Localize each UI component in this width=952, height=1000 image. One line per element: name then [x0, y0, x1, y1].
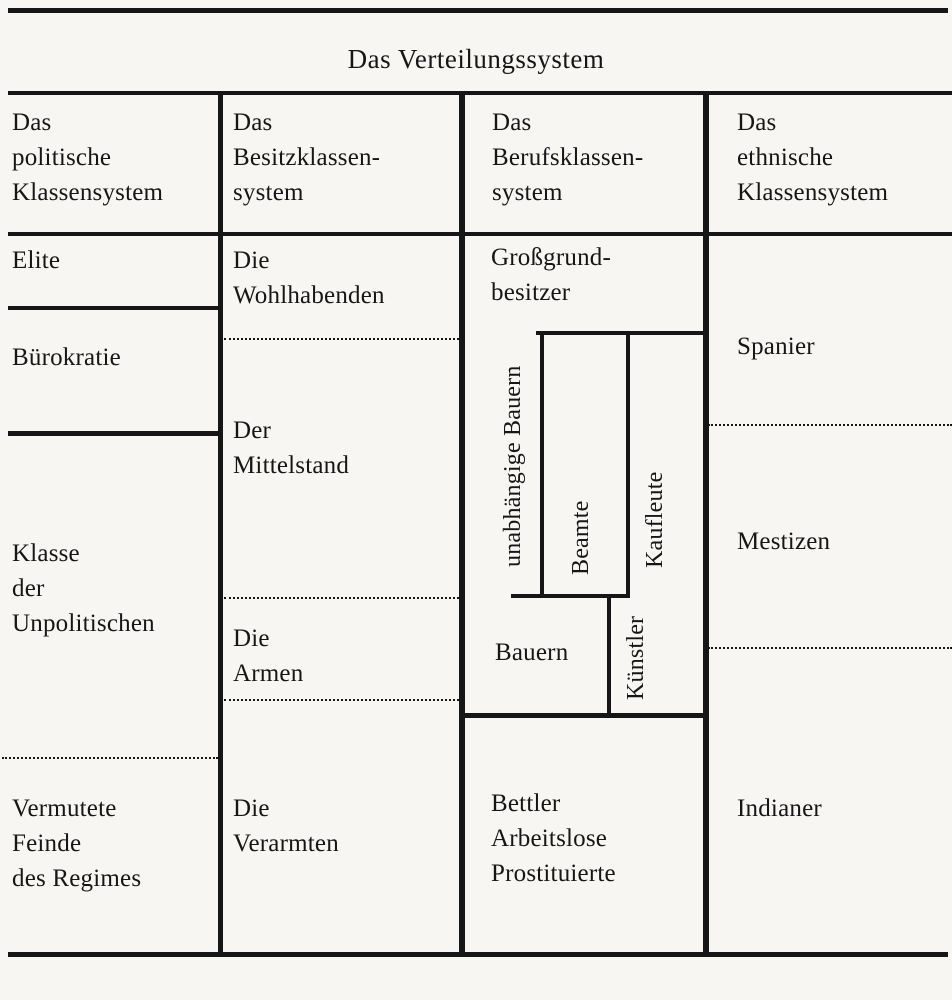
separator-unpolitical-enemies [2, 757, 218, 759]
header-property-class-system: Das Besitzklassen- system [233, 109, 381, 206]
cell-beggars-unemployed-prostitutes: Bettler Arbeitslose Prostituierte [491, 790, 616, 887]
separator-mestizos-indians [708, 647, 952, 649]
substrip-divider-farmers-artists [607, 598, 611, 716]
cell-mestizos: Mestizen [737, 528, 831, 555]
cell-farmers: Bauern [495, 639, 569, 666]
cell-wealthy: Die Wohlhabenden [233, 247, 385, 309]
cell-poor: Die Armen [233, 625, 304, 687]
cell-unpolitical-class: Klasse der Unpolitischen [12, 540, 155, 637]
vertical-label-independent-farmers: unabhängige Bauern [500, 365, 526, 567]
cell-bureaucracy: Bürokratie [12, 344, 121, 371]
cell-impoverished: Die Verarmten [233, 795, 339, 857]
separator-wealthy-middle [224, 338, 459, 340]
cell-presumed-regime-enemies: Vermutete Feinde des Regimes [12, 795, 142, 892]
cell-large-landowners: Großgrund- besitzer [491, 244, 612, 306]
separator-middle-poor [224, 597, 459, 599]
bottom-border-rule [8, 952, 948, 957]
title-underline-rule [8, 91, 952, 95]
header-underline-rule [8, 232, 952, 236]
substrip-divider-farmers-officials [540, 331, 544, 597]
separator-officials-farmers [511, 594, 630, 598]
separator-spaniards-mestizos [708, 424, 952, 426]
table-title: Das Verteilungssystem [347, 44, 605, 74]
vertical-label-merchants: Kaufleute [642, 471, 668, 569]
separator-landowners-substrips [536, 331, 703, 335]
cell-spaniards: Spanier [737, 333, 815, 360]
substrip-divider-officials-merchants [626, 331, 630, 597]
separator-poor-impoverished [224, 699, 459, 701]
vertical-label-artists: Künstler [623, 615, 649, 700]
header-political-class-system: Das politische Klassensystem [12, 109, 164, 206]
cell-middle-class: Der Mittelstand [233, 417, 350, 479]
header-ethnic-class-system: Das ethnische Klassensystem [737, 109, 889, 206]
cell-indians: Indianer [737, 795, 822, 822]
header-occupational-class-system: Das Berufsklassen- system [492, 109, 644, 206]
separator-farmers-underclass [465, 713, 703, 718]
column-divider-2 [459, 91, 465, 957]
separator-elite-bureaucracy [8, 306, 218, 310]
separator-bureaucracy-unpolitical [8, 431, 218, 436]
column-divider-3 [703, 91, 709, 957]
vertical-label-civil-servants: Beamte [568, 500, 594, 576]
top-border-rule [8, 8, 948, 13]
column-divider-1 [218, 91, 223, 957]
cell-elite: Elite [12, 247, 61, 274]
